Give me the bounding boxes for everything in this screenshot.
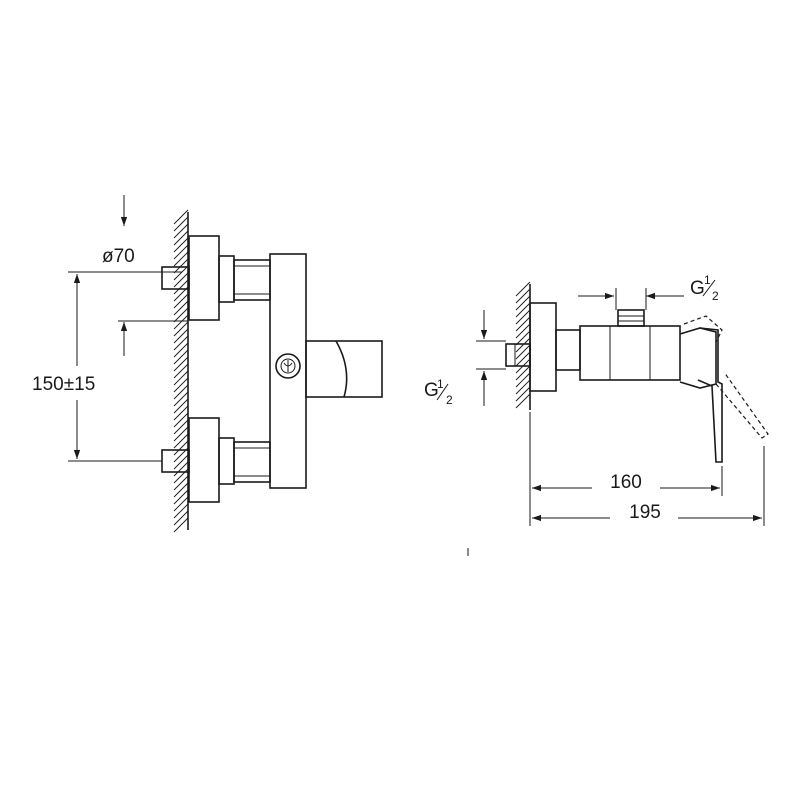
hatch-line bbox=[173, 251, 189, 267]
hatch-line bbox=[173, 517, 189, 533]
bottom-thread-g: G bbox=[424, 380, 439, 401]
hatch-line bbox=[515, 316, 531, 332]
hatch-line bbox=[173, 230, 189, 246]
hatch-line bbox=[173, 307, 189, 323]
dim-195-label: 195 bbox=[629, 502, 661, 523]
hatch-line bbox=[173, 370, 189, 386]
mixer-body bbox=[269, 253, 307, 489]
hatch-line bbox=[515, 330, 531, 346]
wall-side bbox=[515, 281, 531, 410]
hatch-line bbox=[173, 335, 189, 351]
spacing-dimension: 150±15 bbox=[32, 274, 162, 462]
top-thread-g: G bbox=[690, 278, 705, 299]
hatch-line bbox=[173, 328, 189, 344]
lever-handle bbox=[697, 327, 723, 463]
hatch-line bbox=[173, 209, 189, 225]
hatch-line bbox=[173, 454, 189, 470]
bottom-thread-num: 1 bbox=[437, 377, 444, 391]
lever-alt-position bbox=[683, 315, 769, 439]
cartridge-housing bbox=[679, 327, 717, 389]
hatch-line bbox=[173, 314, 189, 330]
hatch-line bbox=[173, 419, 189, 435]
hatch-line bbox=[515, 351, 531, 367]
top-connection bbox=[161, 235, 271, 321]
bottom-connection bbox=[161, 417, 271, 503]
hatch-line bbox=[173, 216, 189, 232]
mixer-body-side bbox=[579, 325, 681, 381]
hatch-line bbox=[515, 323, 531, 339]
bottom-thread-dimension: G 1 2 bbox=[424, 310, 506, 407]
hatch-line bbox=[173, 426, 189, 442]
outlet-spout bbox=[305, 340, 383, 398]
hatch-line bbox=[515, 337, 531, 353]
top-thread-den: 2 bbox=[712, 289, 719, 303]
hatch-line bbox=[173, 244, 189, 260]
hatch-line bbox=[173, 272, 189, 288]
side-view: G 1 2 G 1 2 160 195 bbox=[424, 273, 769, 526]
hatch-line bbox=[173, 342, 189, 358]
dim-195: 195 bbox=[532, 446, 765, 526]
hatch-line bbox=[173, 258, 189, 274]
dim-160: 160 bbox=[529, 412, 723, 526]
hatch-line bbox=[515, 372, 531, 388]
hatch-line bbox=[173, 440, 189, 456]
spacing-label: 150±15 bbox=[32, 374, 95, 395]
hatch-line bbox=[173, 363, 189, 379]
hatch-line bbox=[515, 393, 531, 409]
hatch-line bbox=[515, 281, 531, 297]
hatch-line bbox=[515, 344, 531, 360]
bottom-thread-den: 2 bbox=[446, 393, 453, 407]
hatch-line bbox=[173, 405, 189, 421]
diameter-dimension: ø70 bbox=[68, 195, 188, 356]
hatch-line bbox=[173, 475, 189, 491]
dim-160-label: 160 bbox=[610, 472, 642, 493]
hatch-line bbox=[173, 510, 189, 526]
front-view: ø70 150±15 bbox=[32, 195, 383, 533]
hatch-line bbox=[173, 461, 189, 477]
hatch-line bbox=[515, 295, 531, 311]
hatch-line bbox=[173, 349, 189, 365]
hatch-line bbox=[173, 356, 189, 372]
hatch-line bbox=[515, 365, 531, 381]
hatch-line bbox=[173, 412, 189, 428]
inlet-nipple bbox=[505, 343, 531, 367]
hatch-line bbox=[173, 300, 189, 316]
hatch-line bbox=[173, 377, 189, 393]
hatch-line bbox=[515, 379, 531, 395]
hatch-line bbox=[173, 496, 189, 512]
hatch-line bbox=[173, 482, 189, 498]
hatch-line bbox=[515, 309, 531, 325]
hatch-line bbox=[515, 386, 531, 402]
hatch-line bbox=[173, 384, 189, 400]
hatch-line bbox=[173, 398, 189, 414]
eccentric-connector bbox=[555, 329, 581, 371]
hatch-line bbox=[173, 293, 189, 309]
hatch-line bbox=[515, 288, 531, 304]
wall-flange bbox=[529, 302, 557, 392]
top-outlet-nipple bbox=[617, 309, 645, 327]
hatch-line bbox=[515, 302, 531, 318]
wall-front bbox=[173, 209, 189, 533]
hatch-line bbox=[173, 237, 189, 253]
hatch-line bbox=[173, 433, 189, 449]
hatch-line bbox=[173, 223, 189, 239]
hatch-line bbox=[173, 468, 189, 484]
hatch-line bbox=[173, 391, 189, 407]
hatch-line bbox=[173, 321, 189, 337]
hatch-line bbox=[173, 279, 189, 295]
hatch-line bbox=[173, 265, 189, 281]
hatch-line bbox=[173, 489, 189, 505]
top-thread-num: 1 bbox=[704, 273, 711, 287]
top-thread-dimension: G 1 2 bbox=[578, 273, 719, 310]
diameter-label: ø70 bbox=[102, 246, 135, 267]
hatch-line bbox=[173, 503, 189, 519]
